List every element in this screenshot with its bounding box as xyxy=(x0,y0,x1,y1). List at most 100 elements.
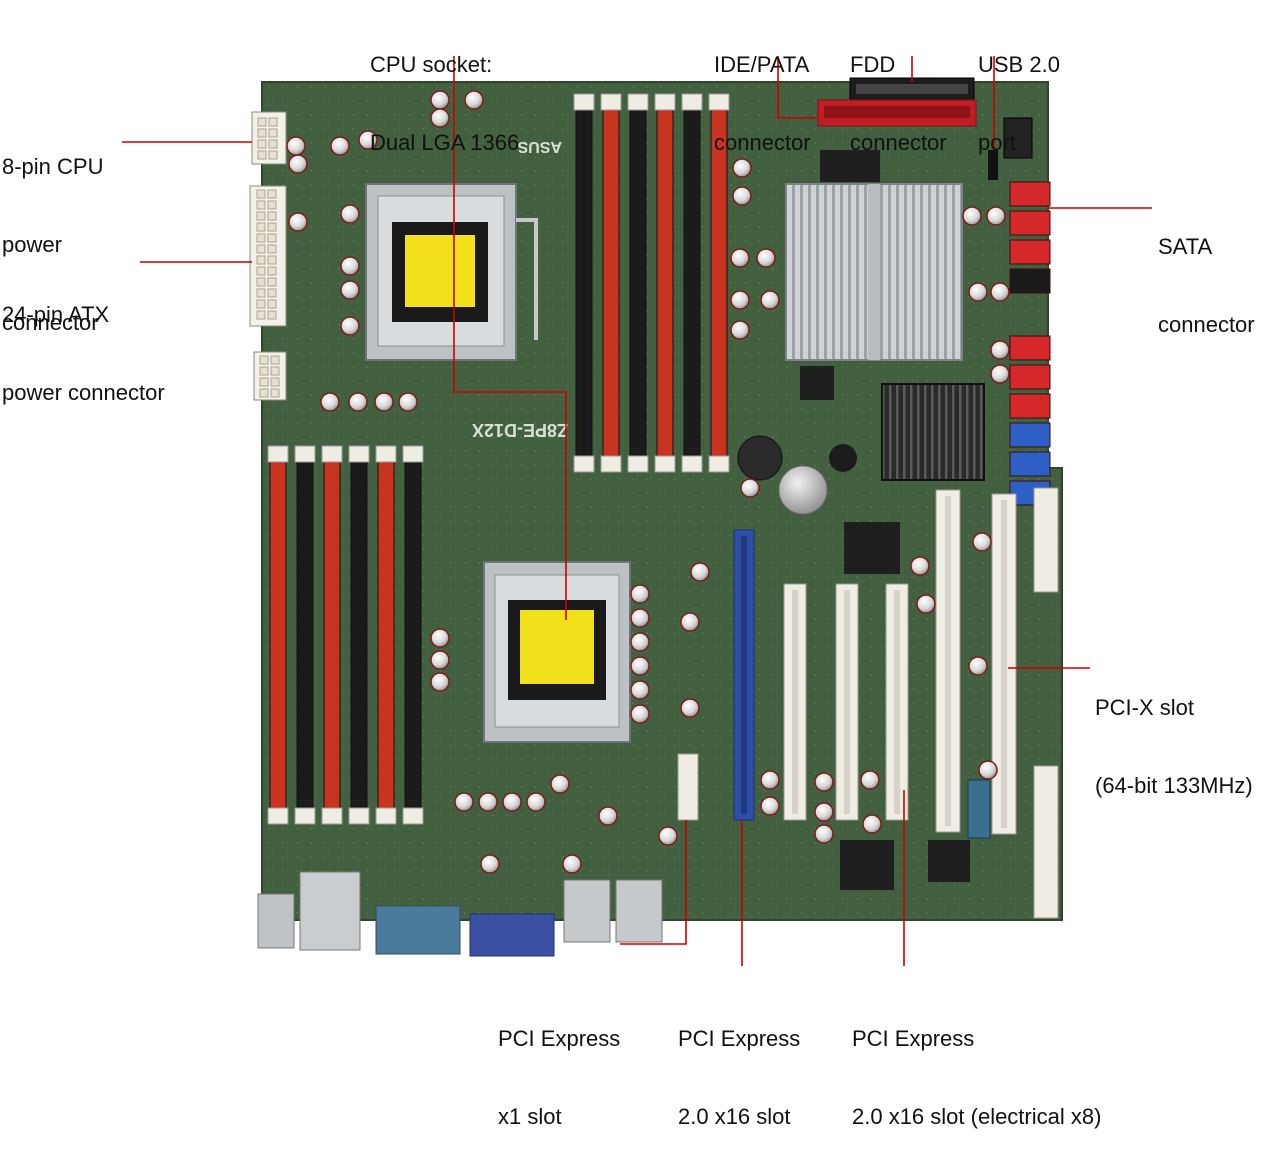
capacitor xyxy=(760,290,780,310)
motherboard-diagram: ASUS Z8PE-D12X CPU socket: Dual LGA 1366… xyxy=(2,0,1255,1129)
capacitor xyxy=(320,392,340,412)
brand-label: ASUS xyxy=(517,138,562,155)
capacitor xyxy=(286,136,306,156)
dimm-latch xyxy=(321,445,343,463)
capacitor xyxy=(398,392,418,412)
cpu-socket-2 xyxy=(365,183,538,361)
label-sata-line1: SATA xyxy=(1158,234,1213,259)
label-sata-line2: connector xyxy=(1158,312,1255,337)
southbridge-heatsink xyxy=(881,383,985,481)
capacitor xyxy=(968,656,988,676)
capacitor xyxy=(464,90,484,110)
dimm-latch xyxy=(294,807,316,825)
capacitor xyxy=(630,632,650,652)
cpu-8pin-connector xyxy=(251,111,287,165)
lan-port-2 xyxy=(615,879,663,943)
vga-port xyxy=(469,913,555,957)
capacitor xyxy=(340,280,360,300)
label-pcie-x16-line1: PCI Express xyxy=(678,1026,801,1051)
label-fdd-line1: FDD xyxy=(850,52,896,77)
dimm-slot xyxy=(602,107,620,459)
dimm-slot xyxy=(269,459,287,811)
sata-port xyxy=(1009,335,1051,361)
usb-header xyxy=(988,117,1033,180)
capacitor xyxy=(990,282,1010,302)
dimm-slot xyxy=(656,107,674,459)
capacitor xyxy=(630,680,650,700)
dimm-latch xyxy=(267,445,289,463)
label-fdd-line2: connector xyxy=(850,130,947,155)
capacitor xyxy=(658,826,678,846)
sata-port xyxy=(1009,210,1051,236)
capacitor xyxy=(340,204,360,224)
dimm-slot xyxy=(323,459,341,811)
dimm-latch xyxy=(321,807,343,825)
capacitor xyxy=(630,608,650,628)
capacitor xyxy=(330,136,350,156)
label-sata: SATA connector xyxy=(1158,182,1255,364)
capacitor xyxy=(680,698,700,718)
sata-port xyxy=(1009,364,1051,390)
nec-controller-chip xyxy=(844,522,900,574)
label-cpu-power: 8-pin CPU power connector xyxy=(2,102,103,362)
capacitor xyxy=(690,562,710,582)
capacitor xyxy=(526,792,546,812)
pci-slot-short xyxy=(1033,487,1059,593)
capacitor xyxy=(962,206,982,226)
label-pcie-x16-x8-line2: 2.0 x16 slot (electrical x8) xyxy=(852,1104,1102,1129)
label-cpu-power-line3: connector xyxy=(2,310,99,335)
dimm-latch xyxy=(348,445,370,463)
capacitor xyxy=(340,256,360,276)
dimm-latch xyxy=(654,455,676,473)
io-controller-chip xyxy=(820,150,880,182)
capacitor xyxy=(288,154,308,174)
label-pcie-x16-line2: 2.0 x16 slot xyxy=(678,1104,791,1129)
dimm-latch xyxy=(681,93,703,111)
capacitor xyxy=(978,760,998,780)
capacitor xyxy=(374,392,394,412)
label-cpu-socket-line2: Dual LGA 1366 xyxy=(370,130,520,155)
dimm-latch xyxy=(402,445,424,463)
sata-port xyxy=(1009,268,1051,294)
dimm-slots-cpu1 xyxy=(267,445,424,825)
dimm-latch xyxy=(375,445,397,463)
label-usb-line1: USB 2.0 xyxy=(978,52,1060,77)
capacitor xyxy=(730,290,750,310)
capacitor xyxy=(454,792,474,812)
capacitor xyxy=(478,792,498,812)
dimm-slot xyxy=(377,459,395,811)
bios-chip xyxy=(800,366,834,400)
capacitor xyxy=(990,340,1010,360)
capacitor xyxy=(630,656,650,676)
dimm-slot xyxy=(683,107,701,459)
label-pcie-x16-x8-line1: PCI Express xyxy=(852,1026,975,1051)
label-pcie-x16-x8: PCI Express 2.0 x16 slot (electrical x8) xyxy=(852,974,1101,1156)
dimm-latch xyxy=(402,807,424,825)
lan-controller-chip xyxy=(928,840,970,882)
dimm-latch xyxy=(627,455,649,473)
capacitor xyxy=(910,556,930,576)
capacitor xyxy=(430,108,450,128)
dimm-latch xyxy=(348,807,370,825)
label-pcix: PCI-X slot (64-bit 133MHz) xyxy=(1095,643,1253,825)
label-usb-line2: port xyxy=(978,130,1016,155)
label-pcie-x16: PCI Express 2.0 x16 slot xyxy=(678,974,800,1156)
capacitor xyxy=(968,282,988,302)
leader-pcie-x1 xyxy=(620,820,687,945)
capacitor xyxy=(288,212,308,232)
cmos-battery xyxy=(778,465,828,515)
capacitor xyxy=(430,672,450,692)
capacitor xyxy=(760,796,780,816)
dimm-latch xyxy=(708,93,730,111)
sata-port xyxy=(1009,393,1051,419)
capacitor xyxy=(598,806,618,826)
dimm-slot xyxy=(404,459,422,811)
dimm-latch xyxy=(267,807,289,825)
capacitor xyxy=(972,532,992,552)
label-ide: IDE/PATA connector xyxy=(714,0,811,182)
dimm-latch xyxy=(654,93,676,111)
capacitor xyxy=(860,770,880,790)
dimm-latch xyxy=(375,807,397,825)
motherboard-illustration: ASUS Z8PE-D12X xyxy=(122,56,1152,966)
label-ide-line1: IDE/PATA xyxy=(714,52,810,77)
